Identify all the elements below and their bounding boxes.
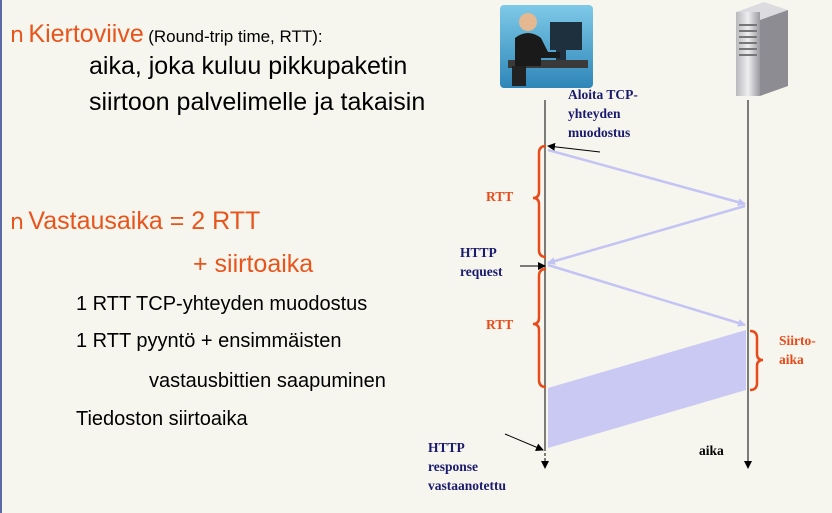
http-response-label-line: response	[428, 459, 479, 474]
item-tcp-setup: 1 RTT TCP-yhteyden muodostus	[76, 293, 368, 315]
rtt-heading: Kiertoviive	[28, 20, 144, 48]
http-response-label: HTTP response vastaanotettu	[428, 438, 506, 495]
rtt1-label: RTT	[486, 189, 514, 204]
server-tower-icon	[736, 2, 788, 96]
person-at-computer-icon	[500, 5, 593, 88]
http-response-label-line: vastaanotettu	[428, 478, 506, 493]
rtt-heading-paren: (Round-trip time, RTT):	[148, 27, 323, 46]
rtt-definition-line1: aika, joka kuluu pikkupaketin	[89, 52, 408, 80]
rtt2-label: RTT	[486, 317, 514, 332]
response-time-heading: Vastausaika = 2 RTT	[28, 207, 261, 235]
http-response-label-line: HTTP	[428, 440, 465, 455]
left-border	[0, 0, 2, 513]
rtt-definition-line2: siirtoon palvelimelle ja takaisin	[89, 88, 426, 116]
rtt1-brace	[532, 144, 547, 259]
bullet-marker: n	[10, 23, 24, 48]
syn-arrow	[547, 148, 746, 207]
bullet-2: n Vastausaika = 2 RTT	[10, 207, 260, 236]
tcp-setup-label: Aloita TCP- yhteyden muodostus	[568, 85, 638, 142]
transfer-time-label: Siirto- aika	[779, 331, 816, 369]
item-file-transfer: Tiedoston siirtoaika	[76, 408, 248, 430]
tcp-pointer	[547, 142, 601, 153]
http-request-label-line: HTTP	[460, 245, 497, 260]
tcp-setup-label-line: Aloita TCP-	[568, 87, 638, 102]
tcp-setup-label-line: yhteyden	[568, 106, 621, 121]
http-request-label-line: request	[460, 264, 503, 279]
bullet-marker: n	[10, 210, 24, 235]
http-request-label: HTTP request	[460, 243, 503, 281]
item-request: 1 RTT pyyntö + ensimmäisten	[76, 330, 342, 352]
request-arrow	[547, 263, 746, 327]
response-time-heading-cont: + siirtoaika	[193, 250, 314, 278]
transfer-time-label-line: Siirto-	[779, 333, 816, 348]
time-axis-label: aika	[699, 443, 724, 458]
response-pointer	[504, 433, 544, 451]
file-transfer-region	[548, 330, 746, 448]
item-request-cont: vastausbittien saapuminen	[149, 370, 386, 392]
transfer-brace	[749, 329, 764, 392]
transfer-time-label-line: aika	[779, 352, 804, 367]
bullet-1: n Kiertoviive (Round-trip time, RTT):	[10, 20, 323, 49]
synack-arrow	[547, 204, 746, 265]
tcp-setup-label-line: muodostus	[568, 125, 631, 140]
rtt2-brace	[532, 267, 547, 389]
